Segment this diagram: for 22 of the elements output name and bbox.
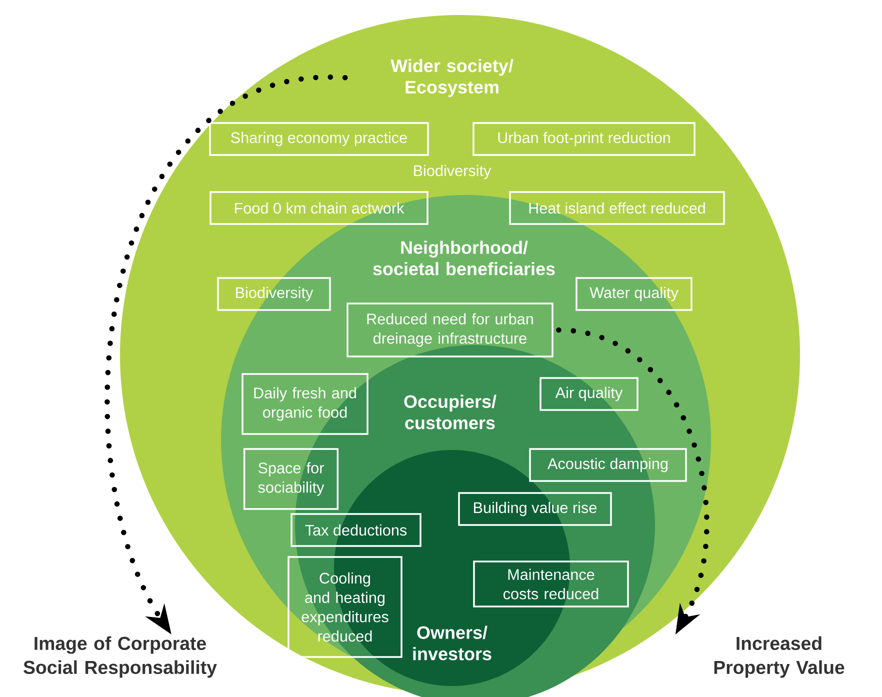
benefit-box: Acoustic damping [529,448,687,482]
benefit-box: Tax deductions [290,513,422,547]
benefit-box: Sharing economy practice [209,122,429,156]
circle-heading: Wider society/ Ecosystem [390,58,514,98]
benefit-box: Water quality [576,277,692,311]
circle-heading: Owners/ investors [413,626,492,660]
outcome-label: Increased Property Value [714,636,844,678]
circle-label: Biodiversity [414,164,492,180]
benefit-box: Cooling and heating expenditures reduced [288,556,402,658]
circle-heading: Neighborhood/ societal beneficiaries [373,240,555,276]
benefit-box: Daily fresh and organic food [242,373,368,435]
benefit-box: Maintenance costs reduced [473,560,629,608]
benefit-box: Reduced need for urban dreinage infrastructure [346,302,554,358]
benefit-box: Biodiversity [217,277,331,311]
circle-heading: Occupiers/ customers [404,394,496,430]
outcome-label: Image of Corporate Social Responsability [24,636,217,678]
benefit-box: Heat island effect reduced [509,191,725,225]
benefit-box: Food 0 km chain actwork [210,191,428,225]
benefit-box: Air quality [540,377,638,411]
benefit-box: Urban foot-print reduction [472,122,696,156]
benefit-box: Building value rise [458,492,612,526]
benefit-box: Space for sociability [243,448,339,510]
